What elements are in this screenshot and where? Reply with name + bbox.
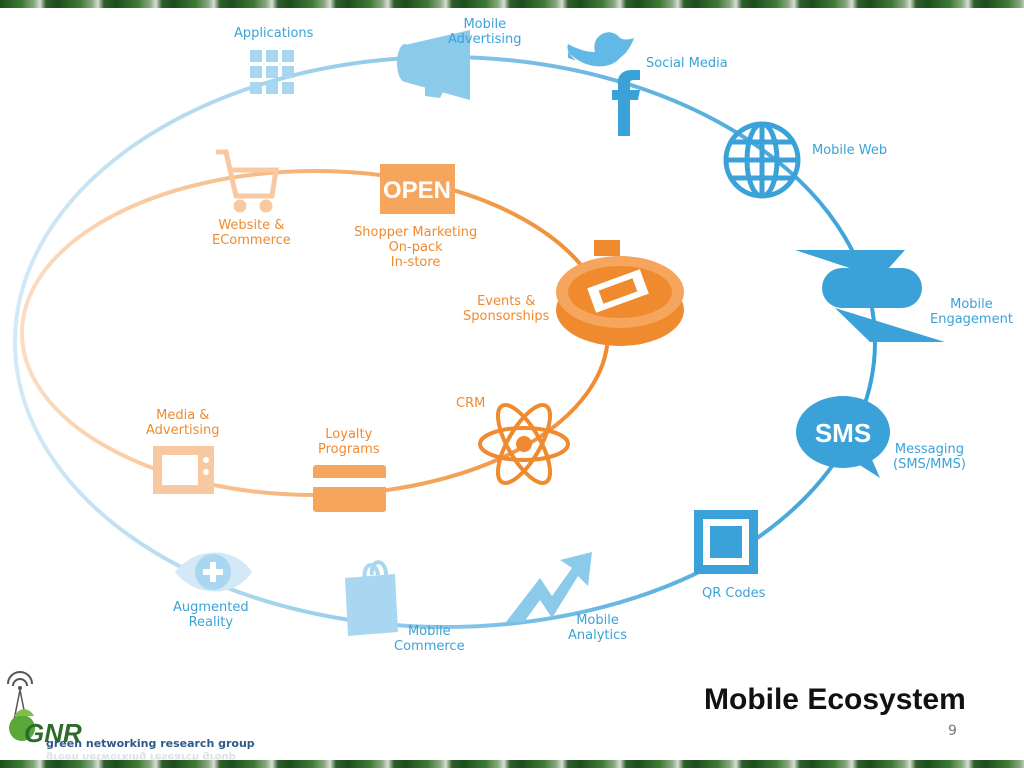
label-crm: CRM	[456, 396, 486, 411]
globe-icon	[723, 121, 801, 199]
open-sign-text: OPEN	[383, 177, 451, 204]
trend-arrow-icon	[506, 552, 592, 622]
gnr-logo-icon: GNR	[7, 671, 82, 748]
stadium-icon	[556, 240, 684, 346]
tv-icon	[153, 446, 214, 494]
label-events-sponsorships: Events & Sponsorships	[463, 294, 550, 324]
atom-icon	[478, 403, 570, 485]
label-mobile-commerce: Mobile Commerce	[394, 624, 465, 654]
label-augmented-reality: Augmented Reality	[173, 600, 249, 630]
twitter-facebook-icon	[567, 32, 640, 136]
top-decorative-stripe	[0, 0, 1024, 8]
engagement-icon	[795, 250, 945, 342]
label-mobile-analytics: Mobile Analytics	[568, 613, 628, 643]
page-number: 9	[948, 723, 957, 739]
megaphone-icon	[397, 30, 470, 100]
sms-bubble-icon: SMS	[796, 396, 890, 478]
shopping-bag-icon	[345, 560, 398, 636]
cart-icon	[216, 149, 279, 213]
eye-icon	[175, 552, 252, 592]
logo-name: green networking research group	[46, 737, 255, 750]
label-qr-codes: QR Codes	[702, 586, 766, 601]
label-mobile-web: Mobile Web	[812, 143, 888, 158]
label-applications: Applications	[234, 26, 314, 41]
label-shopper-marketing: Shopper Marketing On-pack In-store	[354, 225, 478, 270]
card-icon	[313, 465, 386, 512]
gnr-mark-text: GNR	[24, 718, 82, 748]
bottom-decorative-stripe	[0, 760, 1024, 768]
slide-title: Mobile Ecosystem	[704, 683, 966, 716]
open-sign-icon: OPEN	[380, 164, 455, 214]
label-mobile-engagement: Mobile Engagement	[930, 297, 1013, 327]
label-loyalty-programs: Loyalty Programs	[318, 427, 380, 457]
grid-icon	[250, 50, 294, 94]
label-mobile-advertising: Mobile Advertising	[448, 17, 522, 47]
label-social-media: Social Media	[646, 56, 728, 71]
label-website-ecommerce: Website & ECommerce	[212, 218, 291, 248]
sms-bubble-text: SMS	[815, 418, 871, 448]
label-messaging: Messaging (SMS/MMS)	[893, 442, 966, 472]
qr-icon	[694, 510, 758, 574]
label-media-advertising: Media & Advertising	[146, 408, 220, 438]
